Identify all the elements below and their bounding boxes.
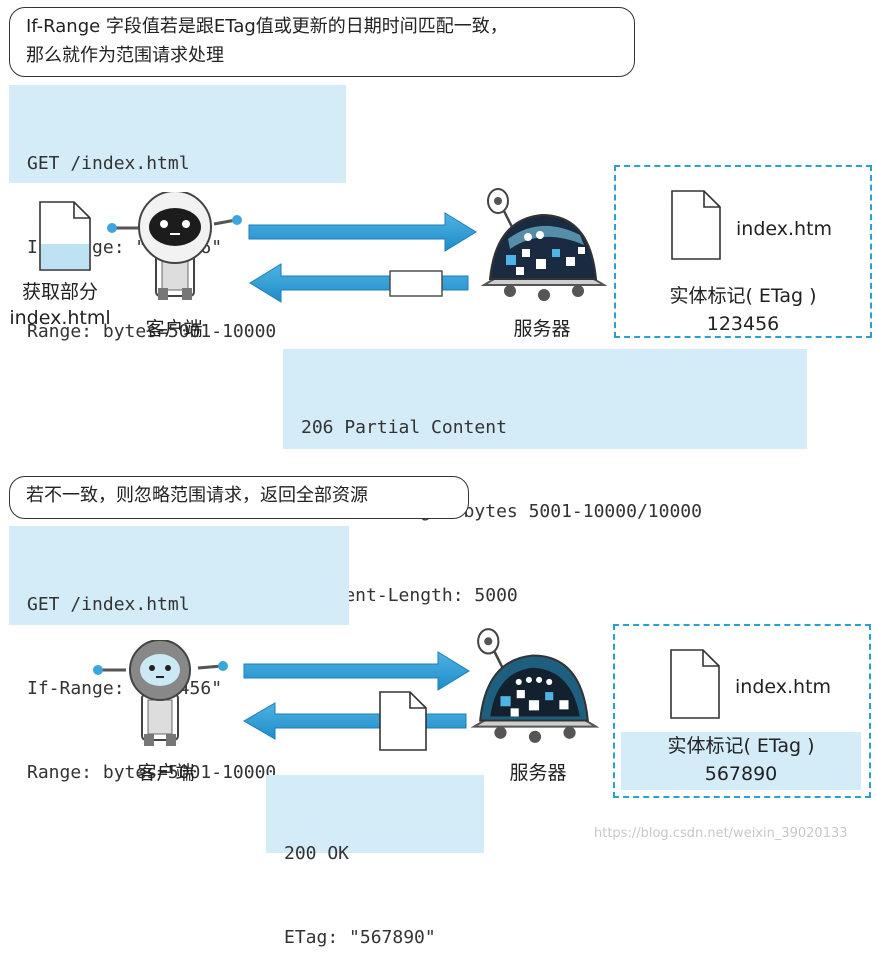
scene2-speech-bubble: 若不一致，则忽略范围请求，返回全部资源 — [9, 476, 469, 519]
full-file-icon — [379, 691, 427, 751]
file-icon — [671, 190, 721, 260]
etag-label: 实体标记( ETag ) — [669, 285, 817, 307]
scene1-request-box: GET /index.html If-Range: "123456" Range… — [9, 85, 346, 342]
scene1-client-label: 客户端 — [145, 318, 203, 340]
partial-file-icon — [39, 201, 91, 271]
scene2-bubble-text: 若不一致，则忽略范围请求，返回全部资源 — [26, 485, 368, 506]
response-arrow-icon — [249, 263, 469, 303]
etag-value: 123456 — [706, 313, 780, 335]
scene2-response-box: 200 OK ETag: "567890" — [266, 775, 484, 948]
server-robot-icon — [470, 628, 600, 743]
scene1-speech-bubble: If-Range 字段值若是跟ETag值或更新的日期时间匹配一致， 那么就作为范… — [9, 7, 635, 77]
etag-info: 实体标记( ETag ) 567890 — [621, 732, 861, 790]
scene2-client-label: 客户端 — [137, 762, 195, 784]
scene2-server-label: 服务器 — [509, 762, 567, 784]
scene1-resource-box: index.htm 实体标记( ETag ) 123456 — [614, 165, 872, 338]
scene1-request-line: GET /index.html — [27, 153, 190, 174]
watermark: https://blog.csdn.net/weixin_39020133 — [594, 826, 848, 841]
scene2-resource-box: index.htm 实体标记( ETag ) 567890 — [613, 624, 871, 798]
resource-name: index.htm — [735, 676, 832, 698]
scene1-bubble-line-2: 那么就作为范围请求处理 — [26, 45, 224, 66]
client-robot-icon — [107, 192, 242, 300]
request-arrow-icon — [243, 651, 470, 691]
resource-name: index.htm — [736, 218, 833, 240]
scene2-request-box: GET /index.html If-Range: "123456" Range… — [9, 526, 349, 783]
etag-value: 567890 — [704, 763, 778, 785]
response-arrow-icon — [243, 702, 467, 740]
scene1-server-label: 服务器 — [513, 318, 571, 340]
client-robot-icon — [93, 640, 228, 746]
scene1-response-line: Content-Length: 5000 — [301, 585, 518, 606]
scene1-request-line: Range: bytes=5001-10000 — [27, 321, 277, 342]
caption-line: 获取部分 — [21, 281, 98, 303]
etag-label: 实体标记( ETag ) — [667, 735, 815, 757]
scene1-response-line: 206 Partial Content — [301, 417, 507, 438]
caption-line: index.html — [9, 307, 111, 329]
etag-info: 实体标记( ETag ) 123456 — [616, 282, 870, 338]
server-robot-icon — [480, 188, 608, 301]
scene2-request-line: GET /index.html — [27, 594, 190, 615]
scene1-response-box: 206 Partial Content Content-Range: bytes… — [283, 349, 807, 606]
scene1-client-file-caption: 获取部分 index.html — [0, 279, 120, 331]
scene1-bubble-line-1: If-Range 字段值若是跟ETag值或更新的日期时间匹配一致， — [26, 16, 508, 37]
scene2-response-line: ETag: "567890" — [284, 927, 436, 948]
request-arrow-icon — [248, 212, 477, 252]
scene2-request-line: Range: bytes=5001-10000 — [27, 762, 277, 783]
file-icon — [670, 649, 720, 719]
scene2-response-line: 200 OK — [284, 843, 350, 864]
